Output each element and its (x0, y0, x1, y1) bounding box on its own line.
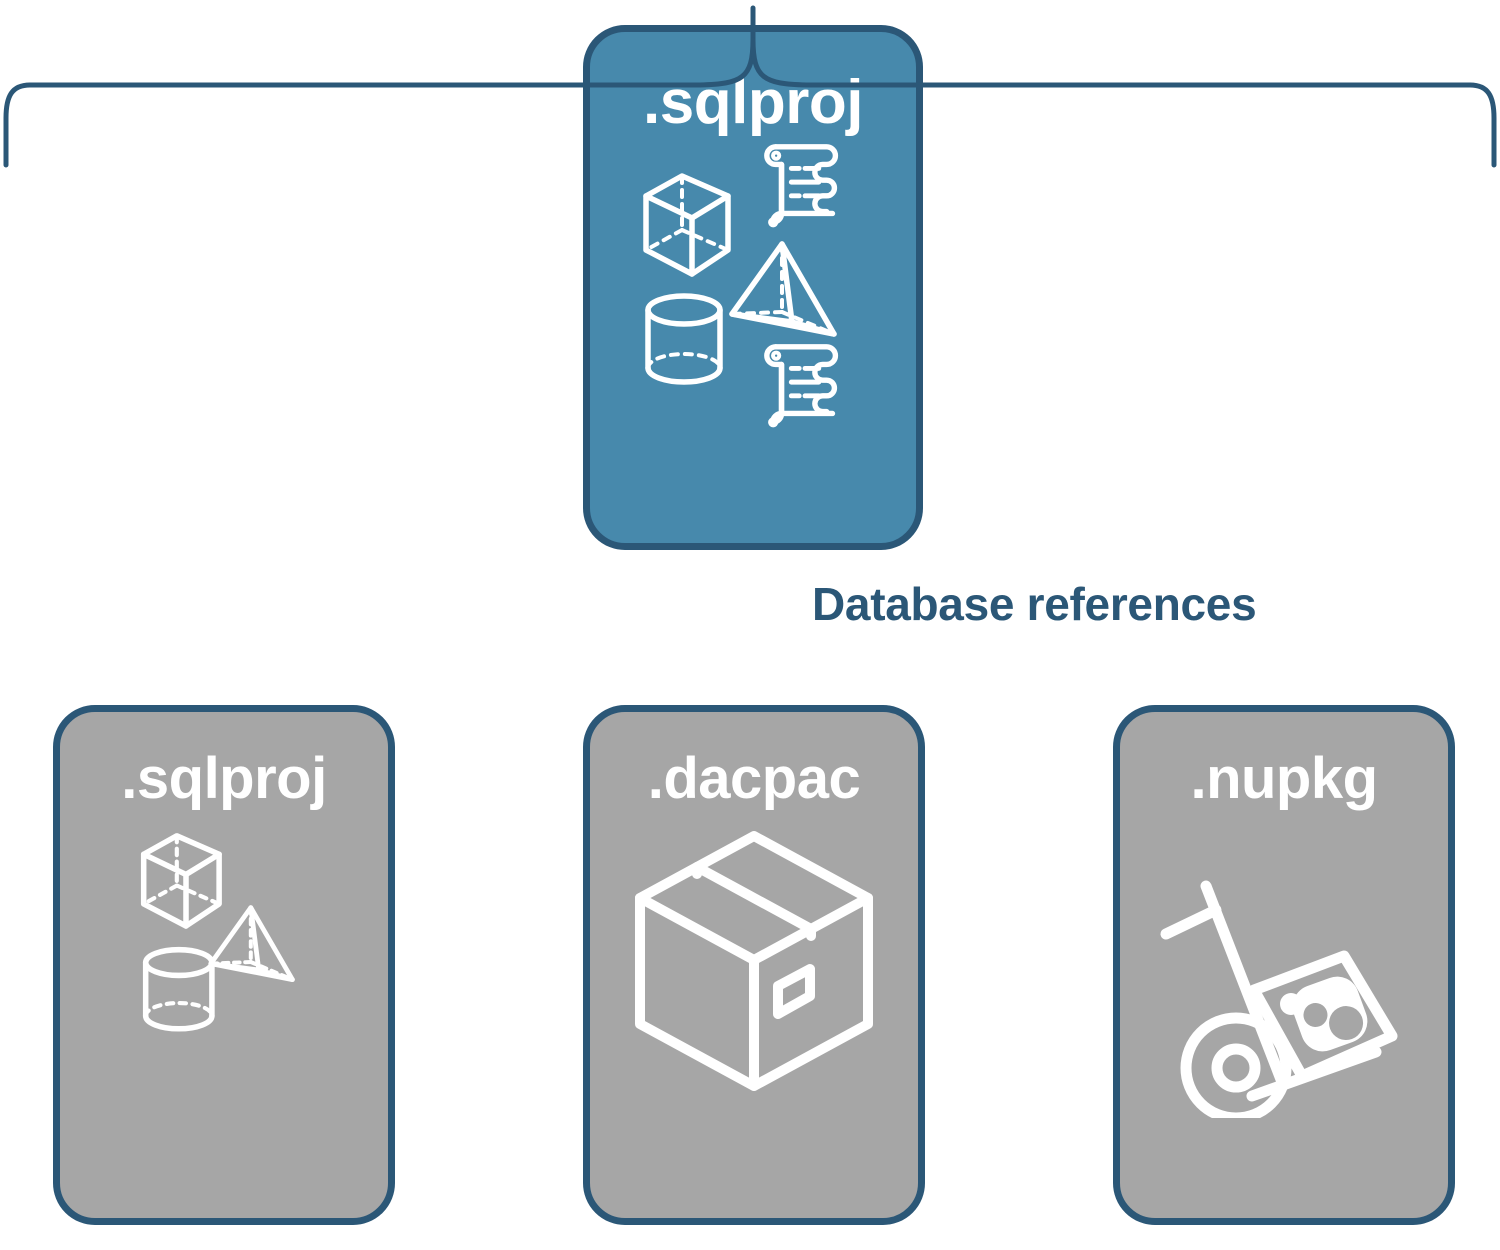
node-title: .nupkg (1190, 746, 1378, 811)
node-dacpac-ref[interactable]: .dacpac (583, 705, 925, 1225)
scroll-icon (764, 144, 839, 228)
node-artwork (1120, 808, 1448, 1218)
pyramid-icon (729, 241, 837, 337)
node-artwork (60, 808, 388, 1218)
cylinder-icon (142, 946, 215, 1032)
pyramid-icon (208, 905, 295, 983)
node-sqlproj-root[interactable]: .sqlproj (583, 25, 923, 550)
node-title: .dacpac (647, 746, 861, 811)
hand-truck-nuget-icon (1160, 880, 1398, 1118)
node-artwork (590, 134, 916, 543)
cylinder-icon (645, 293, 723, 385)
cube-icon (140, 833, 222, 929)
cube-icon (643, 173, 731, 277)
node-sqlproj-ref[interactable]: .sqlproj (53, 705, 395, 1225)
node-nupkg-ref[interactable]: .nupkg (1113, 705, 1455, 1225)
scroll-icon (764, 344, 839, 428)
connector-label: Database references (812, 578, 1257, 630)
node-artwork (590, 808, 918, 1218)
node-title: .sqlproj (121, 746, 327, 811)
package-box-icon (635, 831, 873, 1091)
db-objects-illustration (643, 144, 839, 428)
db-objects-illustration (140, 833, 295, 1032)
node-title: .sqlproj (643, 68, 863, 137)
